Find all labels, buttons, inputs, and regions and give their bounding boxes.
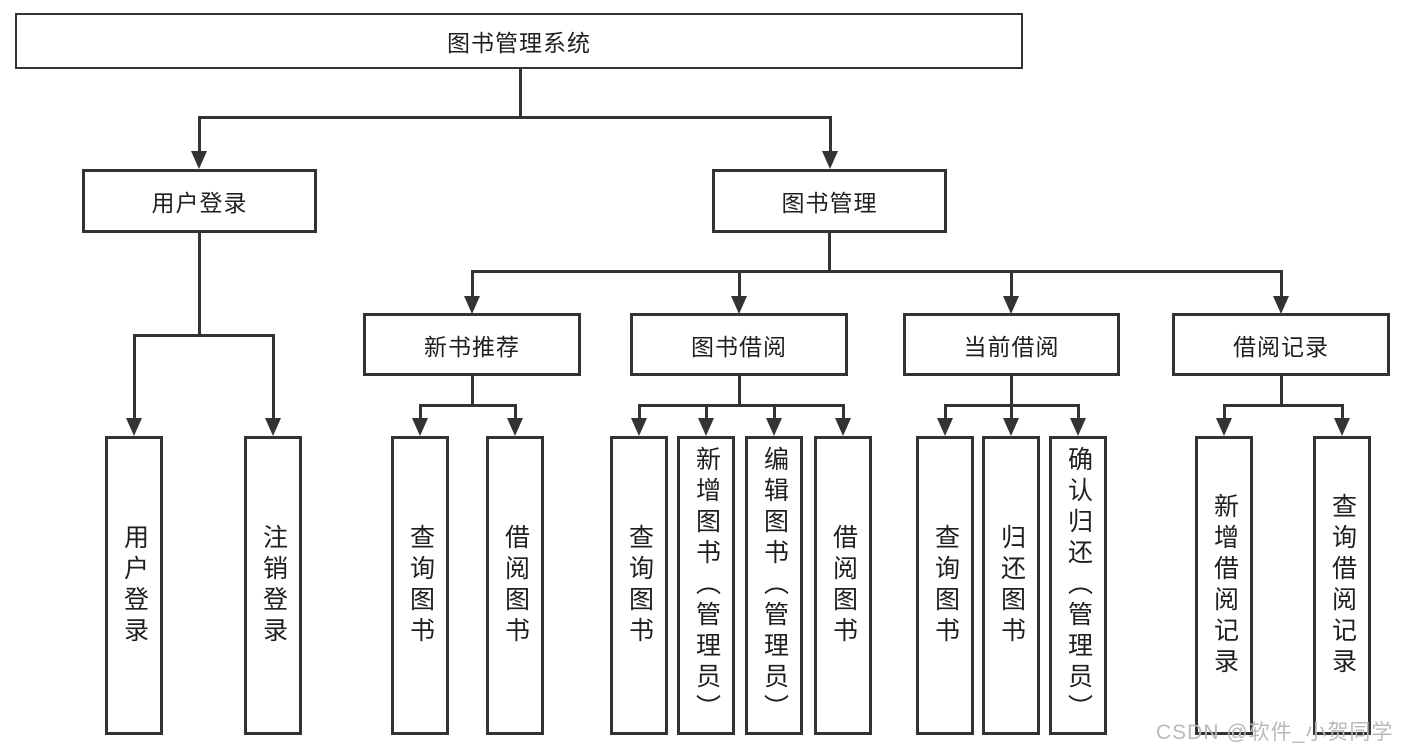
leaf-label: 确认归还（管理员） bbox=[1064, 446, 1093, 725]
arrow-down-icon bbox=[631, 418, 647, 436]
leaf-query-book-recommend: 查询图书 bbox=[391, 436, 449, 735]
arrow-down-icon bbox=[1334, 418, 1350, 436]
leaf-label: 新增图书（管理员） bbox=[692, 446, 721, 725]
arrow-down-icon bbox=[1216, 418, 1232, 436]
arrow-down-icon bbox=[766, 418, 782, 436]
leaf-borrow-book-borrowing: 借阅图书 bbox=[814, 436, 872, 735]
arrow-down-icon bbox=[731, 296, 747, 314]
connector-line bbox=[198, 233, 201, 337]
leaf-label: 查询图书 bbox=[931, 523, 960, 648]
arrow-down-icon bbox=[835, 418, 851, 436]
connector-line bbox=[197, 116, 201, 151]
connector-line bbox=[637, 404, 641, 418]
connector-line bbox=[1009, 376, 1013, 406]
connector-line bbox=[132, 334, 136, 418]
leaf-label: 新增借阅记录 bbox=[1210, 492, 1239, 679]
leaf-label: 借阅图书 bbox=[829, 523, 858, 648]
connector-line bbox=[943, 404, 947, 418]
connector-line bbox=[841, 404, 845, 418]
connector-line bbox=[637, 404, 845, 407]
connector-line bbox=[1009, 404, 1013, 418]
connector-line bbox=[828, 116, 832, 151]
connector-line bbox=[470, 270, 474, 296]
arrow-down-icon bbox=[937, 418, 953, 436]
connector-line bbox=[1009, 270, 1013, 296]
node-book-management: 图书管理 bbox=[712, 169, 947, 233]
csdn-watermark: CSDN @软件_小贺同学 bbox=[1156, 721, 1394, 744]
leaf-query-book-current: 查询图书 bbox=[916, 436, 974, 735]
node-user-login: 用户登录 bbox=[82, 169, 317, 233]
arrow-down-icon bbox=[1003, 418, 1019, 436]
connector-line bbox=[1279, 376, 1283, 406]
node-borrowing-records: 借阅记录 bbox=[1172, 313, 1390, 376]
connector-line bbox=[513, 404, 517, 418]
leaf-label: 注销登录 bbox=[259, 523, 288, 648]
connector-line bbox=[737, 376, 741, 406]
connector-line bbox=[197, 116, 832, 119]
leaf-logout: 注销登录 bbox=[244, 436, 302, 735]
connector-line bbox=[1076, 404, 1080, 418]
arrow-down-icon bbox=[822, 151, 838, 169]
connector-line bbox=[1222, 404, 1226, 418]
leaf-edit-book-admin: 编辑图书（管理员） bbox=[745, 436, 803, 735]
leaf-borrow-book-recommend: 借阅图书 bbox=[486, 436, 544, 735]
connector-line bbox=[470, 270, 1283, 273]
connector-line bbox=[704, 404, 708, 418]
leaf-label: 借阅图书 bbox=[501, 523, 530, 648]
connector-line bbox=[132, 334, 275, 337]
arrow-down-icon bbox=[507, 418, 523, 436]
connector-line bbox=[737, 270, 741, 296]
arrow-down-icon bbox=[126, 418, 142, 436]
arrow-down-icon bbox=[698, 418, 714, 436]
leaf-query-borrow-record: 查询借阅记录 bbox=[1313, 436, 1371, 735]
connector-line bbox=[1340, 404, 1344, 418]
leaf-return-book: 归还图书 bbox=[982, 436, 1040, 735]
arrow-down-icon bbox=[1070, 418, 1086, 436]
connector-line bbox=[828, 233, 831, 273]
arrow-down-icon bbox=[265, 418, 281, 436]
arrow-down-icon bbox=[1003, 296, 1019, 314]
leaf-label: 用户登录 bbox=[120, 523, 149, 648]
connector-line bbox=[418, 404, 422, 418]
leaf-query-book-borrowing: 查询图书 bbox=[610, 436, 668, 735]
node-new-book-recommend: 新书推荐 bbox=[363, 313, 581, 376]
arrow-down-icon bbox=[412, 418, 428, 436]
arrow-down-icon bbox=[191, 151, 207, 169]
leaf-label: 编辑图书（管理员） bbox=[760, 446, 789, 725]
leaf-label: 查询图书 bbox=[406, 523, 435, 648]
arrow-down-icon bbox=[1273, 296, 1289, 314]
leaf-add-borrow-record: 新增借阅记录 bbox=[1195, 436, 1253, 735]
node-root-library-system: 图书管理系统 bbox=[15, 13, 1023, 69]
connector-line bbox=[1222, 404, 1344, 407]
leaf-add-book-admin: 新增图书（管理员） bbox=[677, 436, 735, 735]
leaf-label: 查询图书 bbox=[625, 523, 654, 648]
connector-line bbox=[518, 69, 522, 119]
leaf-label: 归还图书 bbox=[997, 523, 1026, 648]
connector-line bbox=[1279, 270, 1283, 296]
leaf-confirm-return-admin: 确认归还（管理员） bbox=[1049, 436, 1107, 735]
arrow-down-icon bbox=[464, 296, 480, 314]
node-book-borrowing: 图书借阅 bbox=[630, 313, 848, 376]
leaf-user-login: 用户登录 bbox=[105, 436, 163, 735]
connector-line bbox=[418, 404, 517, 407]
connector-line bbox=[772, 404, 776, 418]
connector-line bbox=[470, 376, 474, 406]
node-current-borrowing: 当前借阅 bbox=[903, 313, 1120, 376]
leaf-label: 查询借阅记录 bbox=[1328, 492, 1357, 679]
connector-line bbox=[271, 334, 275, 418]
